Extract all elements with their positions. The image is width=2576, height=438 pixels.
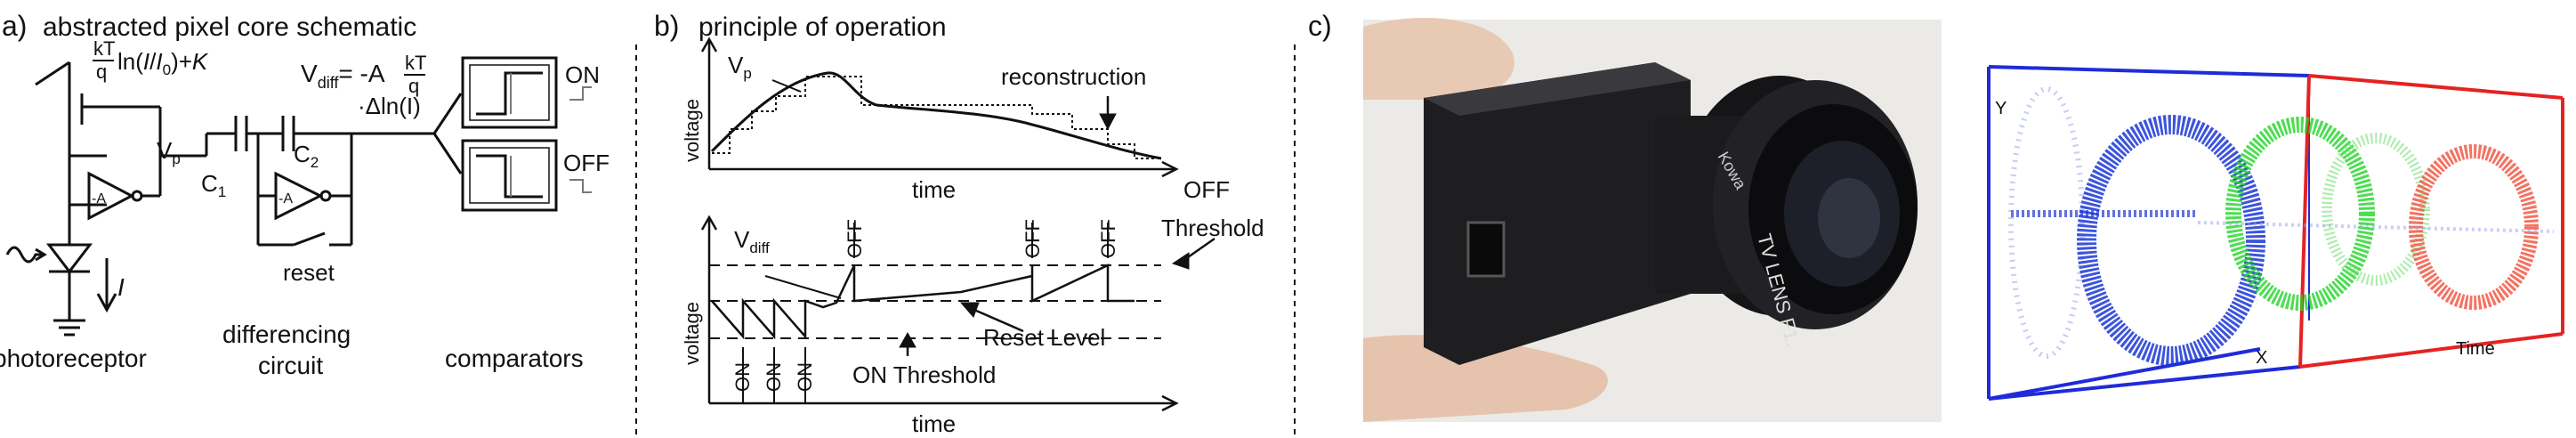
photoreceptor-circuit xyxy=(5,61,463,337)
c1-label: C1 xyxy=(201,170,226,200)
bottom-ylabel: voltage xyxy=(681,302,703,365)
top-plot xyxy=(700,36,1179,178)
c2-label: C2 xyxy=(294,141,319,171)
panel-b: b) principle of operation voltage time V… xyxy=(654,10,1296,437)
on-events: ON ON ON xyxy=(731,362,816,392)
formula-top: kT xyxy=(93,37,115,60)
formula-top-q: q xyxy=(96,61,107,83)
bottom-xlabel: time xyxy=(912,410,956,437)
vp-label: Vp xyxy=(157,137,181,167)
bottom-plot xyxy=(700,215,1215,412)
comparator-off xyxy=(461,139,592,212)
off-event-top-label: OFF xyxy=(1183,176,1230,203)
off-event: OFF xyxy=(844,219,866,258)
off-label: OFF xyxy=(563,150,610,176)
on-threshold-label: ON Threshold xyxy=(852,361,996,388)
event-rings xyxy=(2008,86,2555,366)
vdiff-formula-2: ·Δln(I) xyxy=(358,93,421,119)
top-ylabel: voltage xyxy=(681,99,703,162)
photoreceptor-label: photoreceptor xyxy=(0,345,147,372)
cube-y-label: Y xyxy=(1995,99,2007,118)
vdiff-formula-q: q xyxy=(408,75,419,97)
panel-a-title: abstracted pixel core schematic xyxy=(43,12,416,42)
on-event: ON xyxy=(794,362,816,392)
reset-label: reset xyxy=(283,259,335,286)
vdiff-label: Vdiff xyxy=(734,226,770,256)
off-threshold-label: Threshold xyxy=(1161,215,1264,241)
reconstruction-steps xyxy=(712,76,1157,159)
vdiff-formula: Vdiff= -A xyxy=(301,60,385,92)
off-event: OFF xyxy=(1022,219,1044,258)
panel-b-title: principle of operation xyxy=(699,12,947,42)
reconstruction-label: reconstruction xyxy=(1001,63,1146,90)
panel-c: c) Kowa TV LENS F1. xyxy=(1308,10,2564,422)
differencing-label-2: circuit xyxy=(258,352,323,379)
vdiff-formula-kt: kT xyxy=(405,52,426,74)
vdiff-signal xyxy=(711,264,1135,340)
reset-level-label: Reset Level xyxy=(983,324,1105,351)
off-event: OFF xyxy=(1097,219,1119,258)
differencing-label-1: differencing xyxy=(222,320,351,348)
camera-photo: Kowa TV LENS F1. xyxy=(1363,18,1942,422)
top-vp-label: Vp xyxy=(728,52,752,82)
panel-a-letter: a) xyxy=(2,10,27,42)
panel-a: a) abstracted pixel core schematic xyxy=(0,10,637,436)
formula-top-rest: ln(I/I0)+K xyxy=(117,48,209,78)
panel-b-letter: b) xyxy=(654,10,679,42)
panel-c-letter: c) xyxy=(1308,10,1332,42)
amp1-label: -A xyxy=(92,191,106,207)
current-label: I xyxy=(117,273,125,301)
comparators-label: comparators xyxy=(445,345,584,372)
on-label: ON xyxy=(565,61,600,88)
top-xlabel: time xyxy=(912,176,956,203)
cube-x-label: X xyxy=(2256,348,2267,368)
on-event: ON xyxy=(763,362,785,392)
on-event: ON xyxy=(731,362,754,392)
vp-curve xyxy=(710,71,1162,160)
comparator-on xyxy=(461,56,592,129)
amp2-label: -A xyxy=(279,191,293,207)
cube-time-label: Time xyxy=(2456,339,2495,359)
off-events: OFF OFF OFF xyxy=(844,219,1119,258)
